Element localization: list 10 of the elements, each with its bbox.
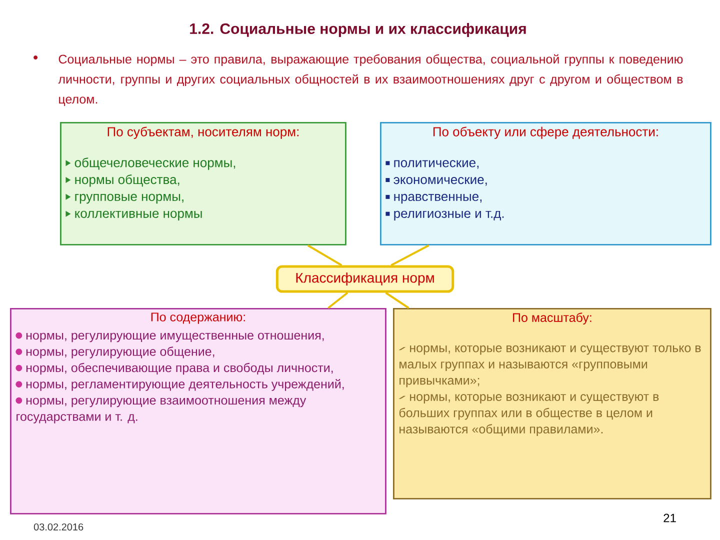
category-box: По масштабу: нормы, которые возникают и существуют только в малых группах и называются «групповыми привычками»; нормы, которые возникают и существуют в больших группах или в обществе в целом и называются «общими правилами». xyxy=(393,308,712,500)
date: 03.02.2016 xyxy=(34,523,84,531)
title: 1.2. Социальные нормы и их классификация xyxy=(190,23,526,37)
category-box: По объекту или сфере деятельности: политические, экономические, нравственные, религиозные и т.д. xyxy=(380,122,712,246)
category-box: По субъектам, носителям норм: общечеловеческие нормы, нормы общества, групповые нормы, коллективные нормы xyxy=(60,122,346,246)
definition-text: Социальные нормы – это правила, выражающие требования общества, социальной группы к поведению личности, группы и других социальных общностей в их взаимоотношениях друг с другом и обществом в целом. xyxy=(58,54,683,106)
category-box: Классификация норм xyxy=(276,265,454,293)
connector-line xyxy=(328,292,348,309)
category-box: По содержанию: нормы, регулирующие имущественные отношения, нормы, регулирующие общение, нормы, обеспечивающие права и свободы личности, нормы, регламентирующие деятельность учреждений, нормы, регулирующие взаимоотношения между государствами и т. д. xyxy=(10,308,386,514)
page-number: 21 xyxy=(664,514,676,522)
